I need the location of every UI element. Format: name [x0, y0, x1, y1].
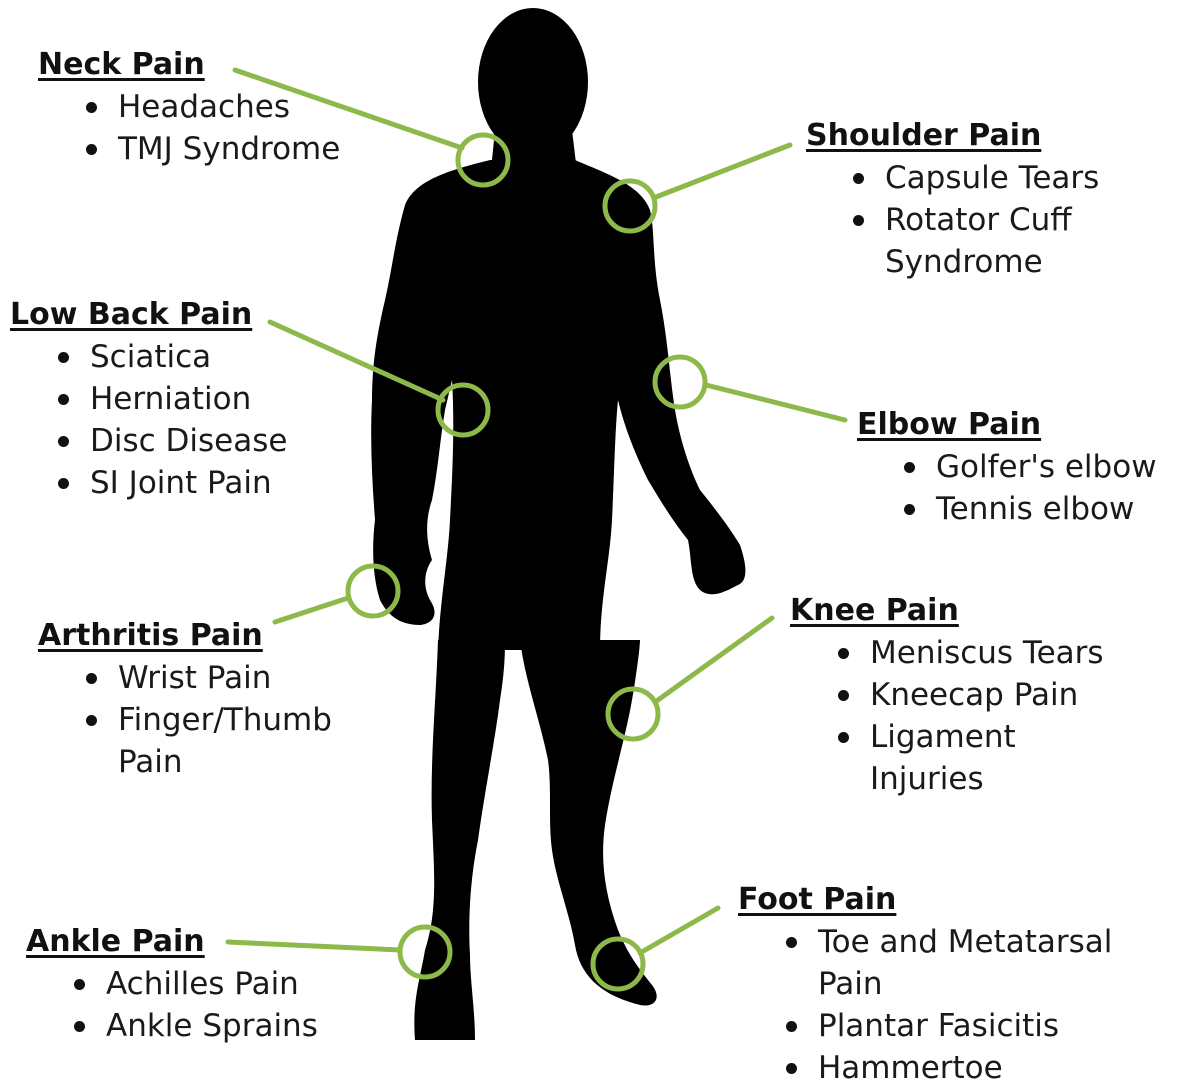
knee-connector-line [658, 618, 772, 700]
elbow-connector-line [706, 385, 845, 420]
shoulder-pain-title: Shoulder Pain [806, 117, 1136, 155]
foot-pain-label: Foot Pain Toe and Metatarsal Pain Planta… [738, 881, 1158, 1089]
list-item: Ankle Sprains [72, 1005, 356, 1047]
foot-pain-list: Toe and Metatarsal Pain Plantar Fasiciti… [784, 921, 1129, 1089]
human-silhouette [371, 8, 745, 1040]
foot-pain-title: Foot Pain [738, 881, 1158, 919]
arthritis-pain-list: Wrist Pain Finger/Thumb Pain [84, 657, 349, 783]
knee-pain-list: Meniscus Tears Kneecap Pain Ligament Inj… [836, 632, 1126, 800]
list-item: Disc Disease [56, 420, 330, 462]
neck-pain-label: Neck Pain Headaches TMJ Syndrome [38, 46, 378, 170]
elbow-pain-label: Elbow Pain Golfer's elbow Tennis elbow [857, 406, 1177, 530]
low-back-pain-list: Sciatica Herniation Disc Disease SI Join… [56, 336, 330, 504]
low-back-pain-title: Low Back Pain [10, 296, 330, 334]
neck-pain-title: Neck Pain [38, 46, 378, 84]
low-back-pain-label: Low Back Pain Sciatica Herniation Disc D… [10, 296, 330, 504]
ankle-pain-label: Ankle Pain Achilles Pain Ankle Sprains [26, 923, 356, 1047]
list-item: Capsule Tears [851, 157, 1101, 199]
list-item: Tennis elbow [902, 488, 1177, 530]
ankle-pain-list: Achilles Pain Ankle Sprains [72, 963, 356, 1047]
arthritis-pain-label: Arthritis Pain Wrist Pain Finger/Thumb P… [38, 617, 368, 783]
foot-connector-line [640, 908, 718, 953]
list-item: Meniscus Tears [836, 632, 1126, 674]
list-item: Kneecap Pain [836, 674, 1126, 716]
list-item: Toe and Metatarsal Pain [784, 921, 1129, 1005]
list-item: Headaches [84, 86, 378, 128]
list-item: Achilles Pain [72, 963, 356, 1005]
list-item: Plantar Fasicitis [784, 1005, 1129, 1047]
list-item: Finger/Thumb Pain [84, 699, 349, 783]
knee-pain-title: Knee Pain [790, 592, 1150, 630]
list-item: TMJ Syndrome [84, 128, 378, 170]
elbow-pain-list: Golfer's elbow Tennis elbow [902, 446, 1177, 530]
knee-pain-label: Knee Pain Meniscus Tears Kneecap Pain Li… [790, 592, 1150, 800]
neck-pain-list: Headaches TMJ Syndrome [84, 86, 378, 170]
arthritis-pain-title: Arthritis Pain [38, 617, 368, 655]
list-item: Wrist Pain [84, 657, 349, 699]
list-item: Rotator Cuff Syndrome [851, 199, 1101, 283]
elbow-pain-title: Elbow Pain [857, 406, 1177, 444]
list-item: SI Joint Pain [56, 462, 330, 504]
list-item: Herniation [56, 378, 330, 420]
list-item: Golfer's elbow [902, 446, 1177, 488]
silhouette-leg-left [414, 640, 505, 1040]
ankle-pain-title: Ankle Pain [26, 923, 356, 961]
list-item: Ligament Injuries [836, 716, 1060, 800]
shoulder-pain-label: Shoulder Pain Capsule Tears Rotator Cuff… [806, 117, 1136, 283]
shoulder-pain-list: Capsule Tears Rotator Cuff Syndrome [851, 157, 1101, 283]
list-item: Sciatica [56, 336, 330, 378]
shoulder-connector-line [656, 145, 790, 197]
